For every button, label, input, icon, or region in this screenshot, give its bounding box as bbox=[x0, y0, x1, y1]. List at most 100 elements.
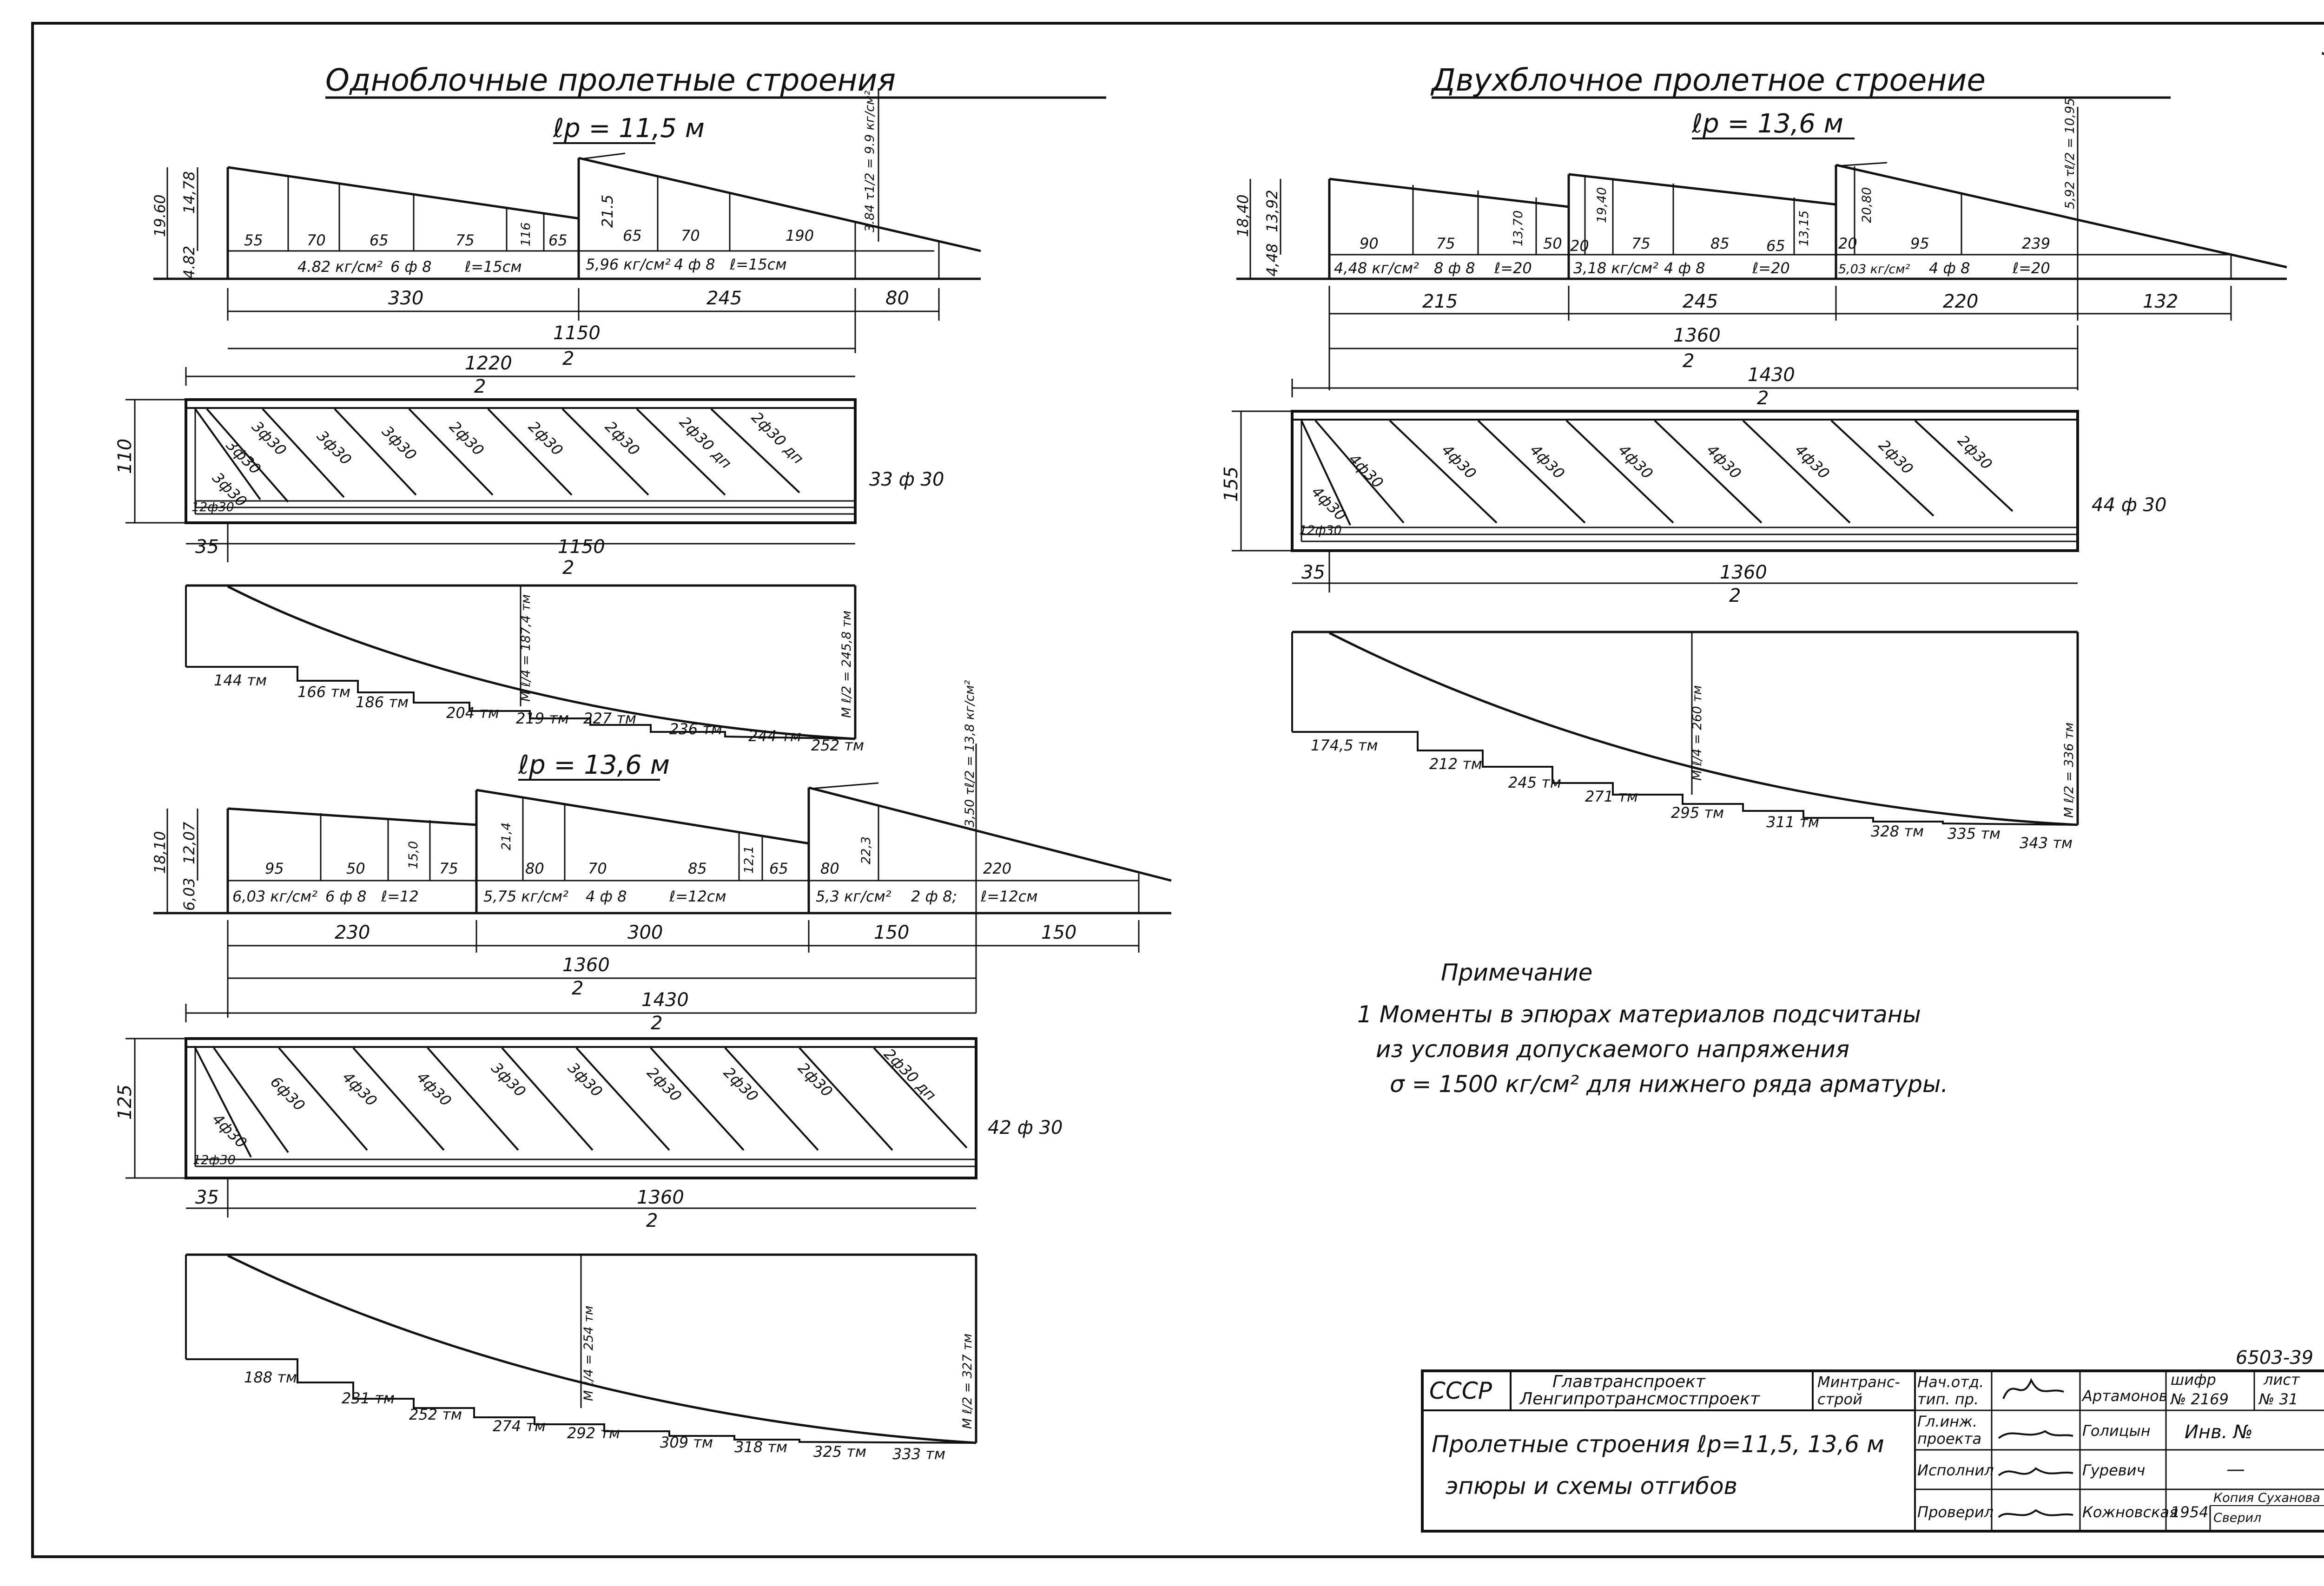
d3-val-2: 13,70 bbox=[1511, 211, 1525, 246]
tb-sheet: № 31 bbox=[2258, 1390, 2298, 1408]
m1-label-0: 144 тм bbox=[214, 671, 267, 689]
beam2-bend-6: 2ф30 bbox=[643, 1064, 685, 1105]
beam1-bend-4: 3ф30 bbox=[378, 422, 420, 464]
d1-height-total: 19.60 bbox=[151, 194, 169, 237]
tb-inv: Инв. № bbox=[2185, 1421, 2253, 1443]
beam3-bottom-bars: 12ф30 bbox=[1299, 523, 1342, 538]
beam3-dim-1360: 1360 bbox=[1720, 562, 1767, 583]
tb-caption-1: Пролетные строения ℓр=11,5, 13,6 м bbox=[1432, 1431, 1884, 1458]
beam1-bend-8: 2ф30 дп bbox=[676, 413, 735, 472]
d2-val-2: 15,0 bbox=[406, 841, 421, 869]
beam3-bend-2: 4ф30 bbox=[1438, 441, 1479, 482]
tb-ministry-1: Минтранс- bbox=[1817, 1373, 1900, 1391]
d1-rate-2: 5,96 кг/см² bbox=[586, 256, 671, 273]
beam2-dim-1360: 1360 bbox=[637, 1187, 684, 1208]
m3-label-8: 343 тм bbox=[2020, 834, 2073, 852]
d2-len-2: ℓ=12см bbox=[669, 888, 726, 905]
d1-val-8: 70 bbox=[681, 227, 700, 244]
d3-val-9: 13,15 bbox=[1797, 211, 1811, 246]
beam2-height: 125 bbox=[114, 1085, 136, 1120]
note-line-2: из условия допускаемого напряжения bbox=[1376, 1036, 1849, 1063]
beam2-bottom-bars: 12ф30 bbox=[193, 1153, 236, 1167]
tb-role-2a: Гл.инж. bbox=[1917, 1413, 1977, 1430]
beam3-bend-6: 4ф30 bbox=[1791, 441, 1833, 482]
d3-len-2: ℓ=20 bbox=[1752, 259, 1790, 277]
d1-height-upper: 14,78 bbox=[180, 171, 198, 214]
m2-label-3: 274 тм bbox=[493, 1417, 546, 1435]
tb-cipher-label: шифр bbox=[2171, 1371, 2216, 1389]
shear-diagram-1 bbox=[153, 88, 981, 280]
d1-val-7: 65 bbox=[623, 227, 642, 244]
note-line-1: 1 Моменты в эпюрах материалов подсчитаны bbox=[1357, 1001, 1921, 1028]
shear-diagram-2 bbox=[153, 744, 1172, 957]
d3-dim-1360: 1360 bbox=[1673, 325, 1721, 346]
beam3-height: 155 bbox=[1221, 467, 1242, 502]
beam1-height: 110 bbox=[114, 439, 136, 474]
d2-height-total: 18,10 bbox=[151, 831, 169, 874]
d3-val-3: 50 bbox=[1543, 235, 1562, 252]
beam2-bend-9: 2ф30 дп bbox=[880, 1045, 939, 1104]
shear-diagram-3 bbox=[1236, 107, 2287, 321]
d2-dim-3: 150 bbox=[1041, 922, 1076, 943]
d3-len-1: ℓ=20 bbox=[1494, 259, 1532, 277]
d3-val-11: 20,80 bbox=[1860, 187, 1874, 223]
sheet-number: 39 bbox=[2322, 31, 2324, 61]
d3-val-8: 65 bbox=[1766, 237, 1785, 255]
moment-diagram-3 bbox=[1291, 631, 2079, 826]
m2-label-6: 318 тм bbox=[734, 1438, 787, 1456]
tb-name-1: Артамонов bbox=[2081, 1387, 2168, 1405]
d3-dim-0: 215 bbox=[1422, 291, 1458, 312]
d3-dim-1: 245 bbox=[1683, 291, 1718, 312]
beam2-bend-1: 6ф30 bbox=[267, 1073, 308, 1114]
d1-side-stress: 3.84 τ1/2 = 9.9 кг/см² bbox=[863, 90, 877, 232]
beam3-bend-5: 4ф30 bbox=[1703, 441, 1744, 482]
d3-val-12: 95 bbox=[1910, 235, 1929, 252]
tb-org-2: Ленгипротрансмостпроект bbox=[1519, 1389, 1760, 1408]
d2-len-1: ℓ=12 bbox=[381, 888, 419, 905]
m3-label-5: 311 тм bbox=[1766, 813, 1819, 831]
d3-val-0: 90 bbox=[1360, 235, 1379, 252]
m2-label-8: 333 тм bbox=[892, 1445, 945, 1463]
d3-len-3: ℓ=20 bbox=[2012, 259, 2050, 277]
tb-ministry-2: строй bbox=[1817, 1390, 1862, 1408]
d1-val-1: 70 bbox=[307, 231, 326, 249]
beam3-dim-35: 35 bbox=[1301, 562, 1325, 583]
d2-val-8: 12,1 bbox=[742, 846, 756, 874]
d1-height-lower: 4.82 bbox=[180, 246, 198, 279]
beam3-bend-7: 2ф30 bbox=[1875, 436, 1916, 478]
d1-val-2: 65 bbox=[370, 231, 389, 249]
d1-val-5: 65 bbox=[548, 231, 568, 249]
beam-scheme-2 bbox=[125, 1037, 977, 1217]
d1-rate-1: 4.82 кг/см² bbox=[297, 258, 383, 276]
tb-caption-2: эпюры и схемы отгибов bbox=[1446, 1473, 1737, 1500]
d1-len-1: ℓ=15см bbox=[464, 258, 522, 276]
d2-len-3: ℓ=12см bbox=[980, 888, 1037, 905]
d1-bars-2: 4 ф 8 bbox=[674, 256, 715, 273]
d2-val-7: 85 bbox=[688, 860, 707, 877]
beam1-dim-1150-half: 2 bbox=[562, 557, 574, 579]
m3-quarter: М ℓ/4 = 260 тм bbox=[1690, 685, 1704, 781]
m2-label-7: 325 тм bbox=[813, 1443, 866, 1461]
beam1-bottom-bars: 12ф30 bbox=[191, 500, 234, 514]
d2-rate-3: 5,3 кг/см² bbox=[816, 888, 891, 905]
tb-cipher: № 2169 bbox=[2170, 1390, 2229, 1408]
d2-rate-2: 5,75 кг/см² bbox=[483, 888, 568, 905]
d3-height-total: 18,40 bbox=[1234, 194, 1252, 237]
d3-val-10: 20 bbox=[1838, 235, 1857, 252]
m1-label-4: 219 тм bbox=[516, 710, 569, 727]
m1-half: М ℓ/2 = 245,8 тм bbox=[839, 611, 854, 718]
m1-label-3: 204 тм bbox=[446, 704, 499, 722]
d3-dim-1360-half: 2 bbox=[1683, 350, 1694, 372]
beam2-main-bars: 42 ф 30 bbox=[988, 1117, 1063, 1138]
beam2-dim-1360-half: 2 bbox=[646, 1210, 658, 1231]
d2-dim-1430: 1430 bbox=[641, 989, 689, 1011]
m1-label-7: 244 тм bbox=[748, 727, 801, 745]
d3-bars-1: 8 ф 8 bbox=[1434, 259, 1475, 277]
m1-label-2: 186 тм bbox=[356, 693, 409, 711]
tb-name-2: Голицын bbox=[2082, 1422, 2151, 1440]
tb-sheet-label: лист bbox=[2263, 1371, 2300, 1389]
d3-val-13: 239 bbox=[2022, 235, 2050, 252]
tb-role-1a: Нач.отд. bbox=[1917, 1373, 1984, 1391]
m3-label-4: 295 тм bbox=[1671, 804, 1724, 822]
